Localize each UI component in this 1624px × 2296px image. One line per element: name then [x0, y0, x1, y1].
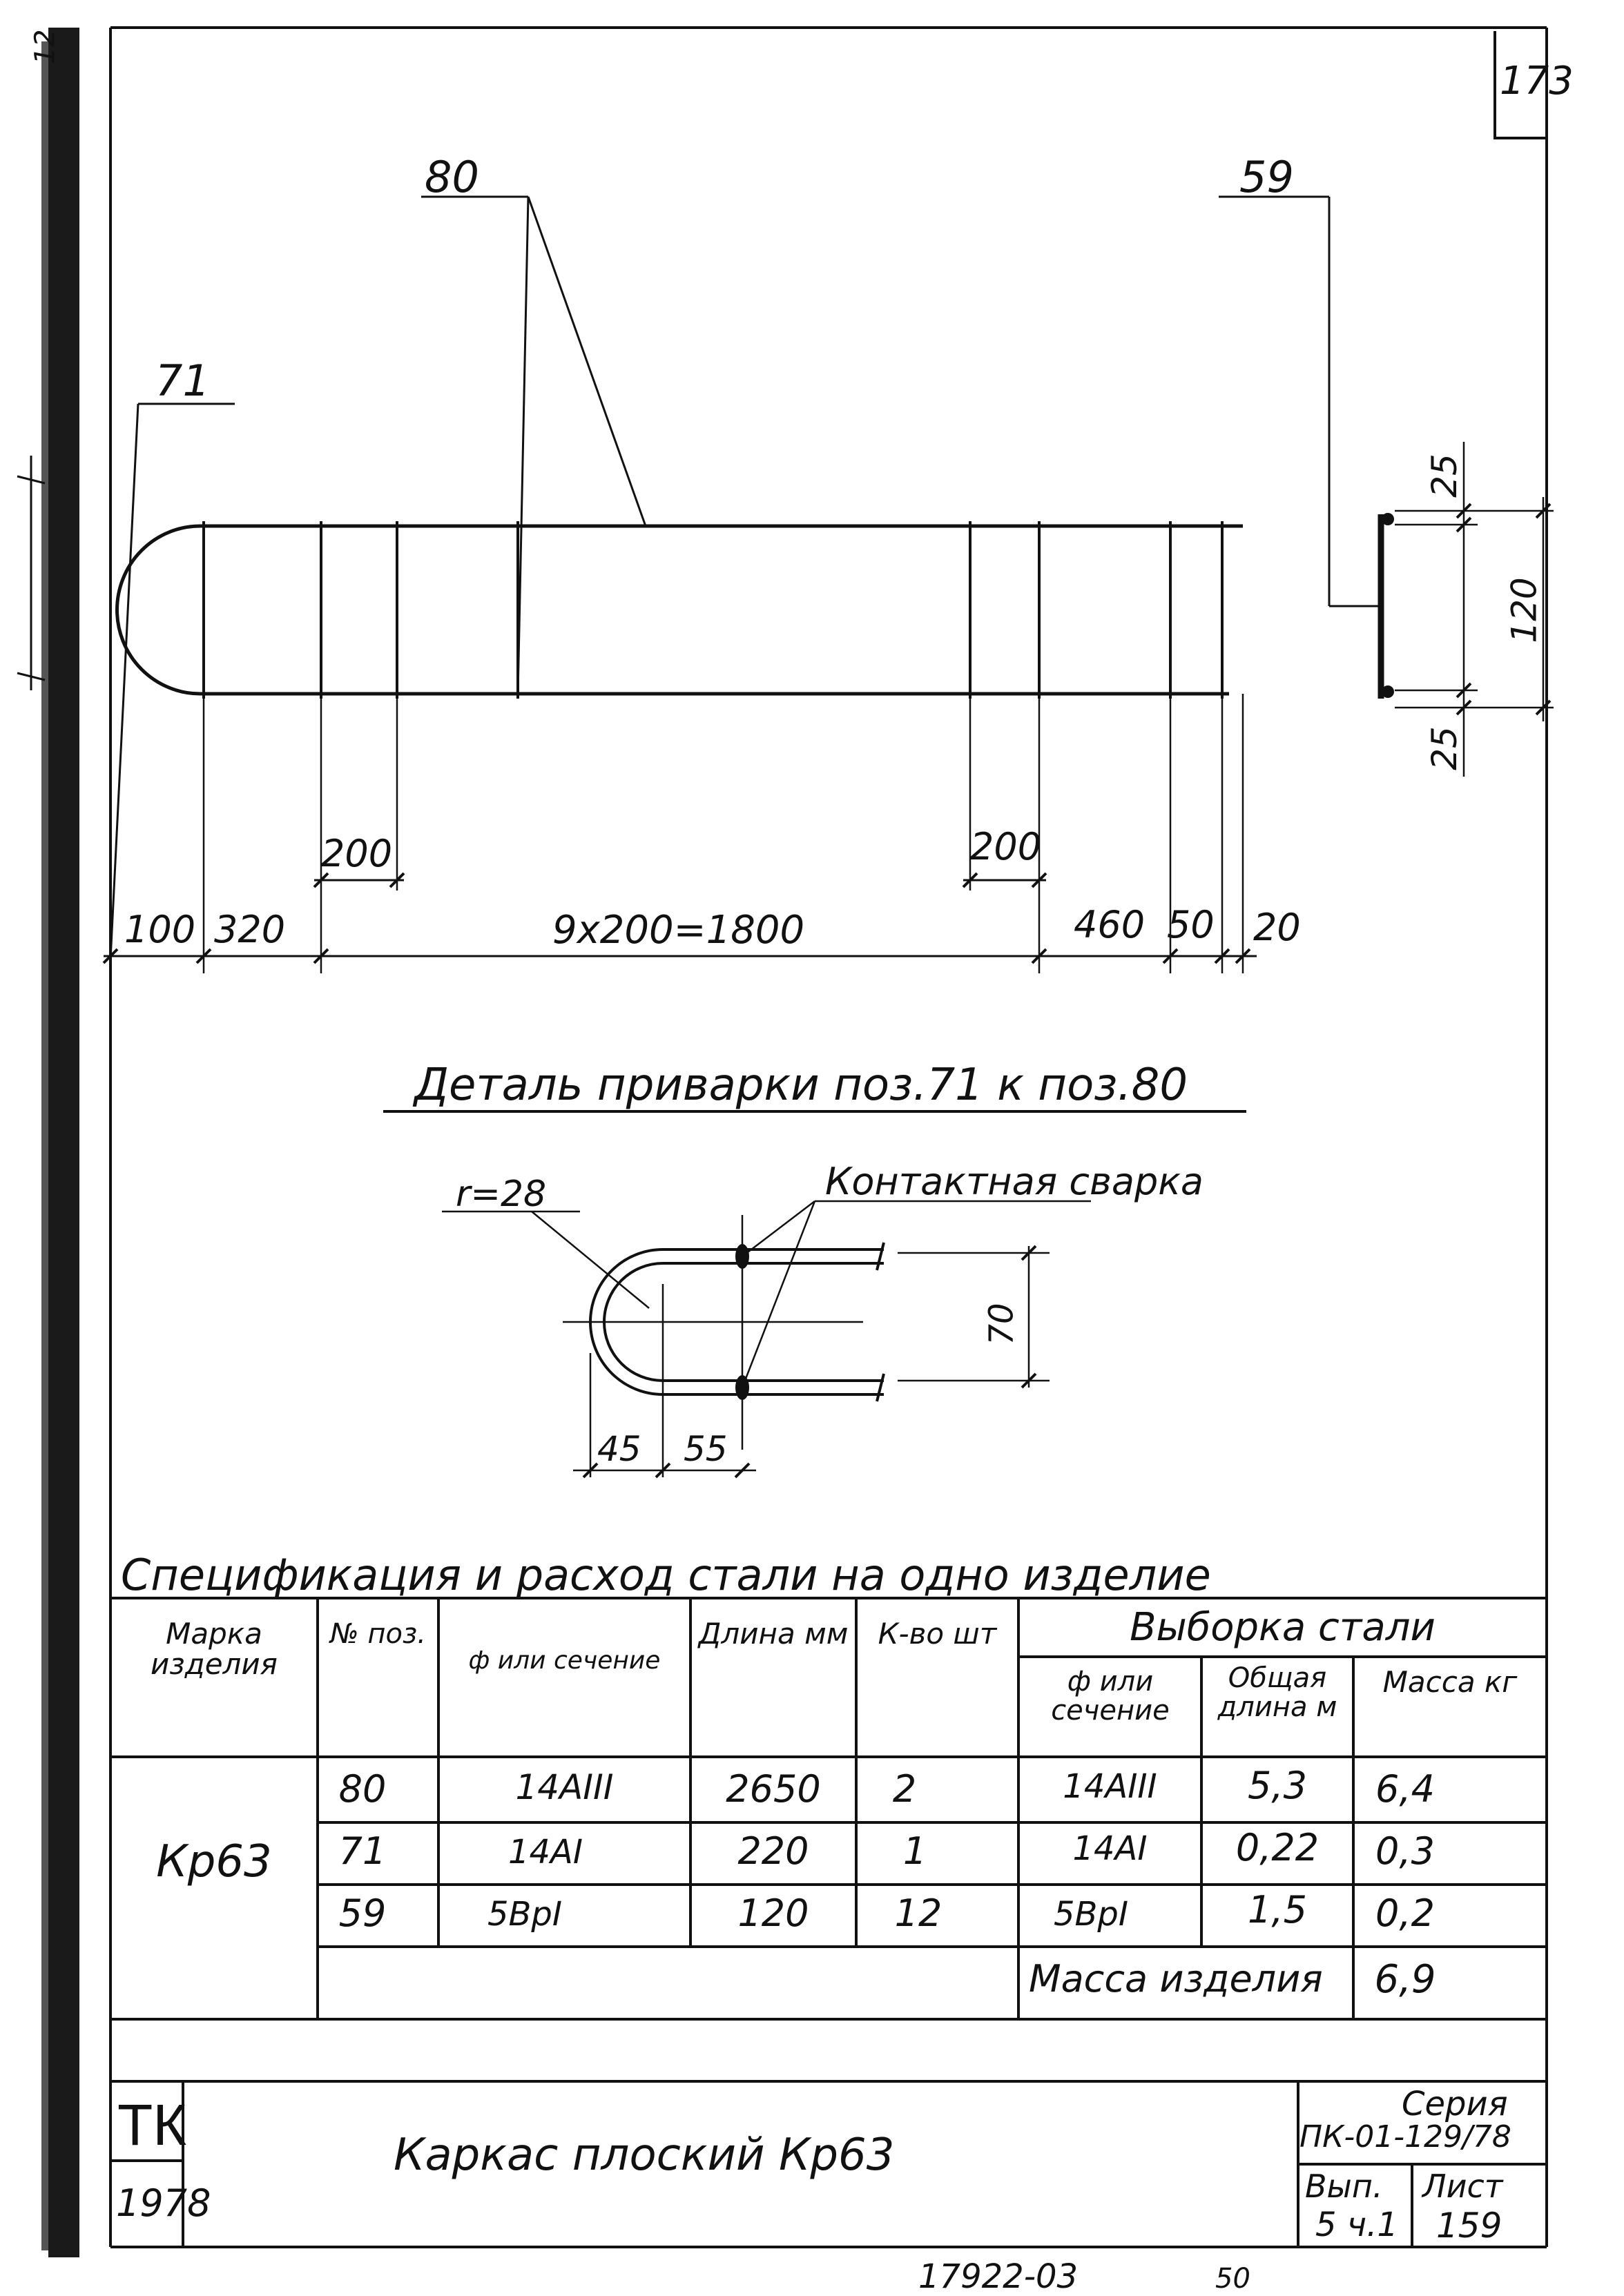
- product-mark: Кр63: [156, 1836, 272, 1887]
- detail-dim-45: 45: [597, 1429, 641, 1469]
- archive-extra: 50: [1215, 2263, 1250, 2295]
- header-length: Длина мм: [698, 1617, 849, 1651]
- table-cell: 1,5: [1248, 1888, 1307, 1932]
- table-cell: 0,2: [1375, 1891, 1435, 1935]
- dim-200-left: 200: [321, 832, 393, 875]
- archive-number: 17922-03: [918, 2257, 1079, 2296]
- org-code: ТК: [117, 2092, 187, 2157]
- dim-320: 320: [214, 908, 286, 951]
- end-loop-pos71: [115, 524, 201, 696]
- frame-kr63: [115, 524, 1243, 696]
- sheet-frame: [109, 26, 1548, 2248]
- spec-table-grid: [110, 1597, 1547, 2083]
- page-number: 173: [1500, 59, 1574, 104]
- section-dim-25-bottom: 25: [1424, 726, 1464, 770]
- dimension-lines: [104, 879, 1257, 957]
- dim-460: 460: [1074, 903, 1146, 946]
- table-cell: 14AI: [1072, 1829, 1148, 1868]
- detail-title: Деталь приварки поз.71 к поз.80: [414, 1060, 1188, 1111]
- dim-20: 20: [1253, 906, 1301, 949]
- sheet-value: 159: [1436, 2206, 1502, 2246]
- table-cell: 2650: [726, 1767, 821, 1811]
- series-value: ПК-01-129/78: [1299, 2119, 1511, 2154]
- header-section: ф или сечение: [468, 1646, 661, 1675]
- total-mass-label: Масса изделия: [1029, 1957, 1323, 2001]
- detail-dim-70: 70: [982, 1303, 1021, 1345]
- transverse-rods: [202, 521, 1224, 699]
- corner-mark: 12: [29, 29, 61, 65]
- detail-radius-label: r=28: [456, 1174, 547, 1215]
- extension-lines: [109, 694, 1244, 973]
- table-cell: 0,22: [1235, 1826, 1320, 1869]
- table-cell: 71: [338, 1829, 387, 1873]
- dim-9x200: 9x200=1800: [552, 908, 805, 953]
- total-mass-value: 6,9: [1374, 1957, 1436, 2002]
- detail-ticks: [582, 1245, 1037, 1479]
- year: 1978: [116, 2181, 211, 2225]
- table-cell: 14AIII: [515, 1767, 614, 1807]
- issue-value: 5 ч.1: [1315, 2206, 1398, 2244]
- header-sel-length: Общая длина м: [1217, 1662, 1337, 1723]
- dim-200-right: 200: [970, 825, 1042, 868]
- drawing-name: Каркас плоский Кр63: [394, 2130, 895, 2181]
- dimension-ticks: [102, 872, 1251, 964]
- table-cell: 0,3: [1375, 1829, 1435, 1873]
- table-cell: 2: [892, 1767, 917, 1811]
- leaders: [109, 195, 1381, 960]
- table-cell: 80: [338, 1767, 387, 1811]
- pos-label-80: 80: [425, 152, 479, 202]
- section-dim-25-top: 25: [1424, 454, 1464, 498]
- header-selection: Выборка стали: [1130, 1605, 1436, 1650]
- detail-dim-55: 55: [684, 1429, 728, 1469]
- binding-shadow: [41, 41, 48, 2250]
- pos-label-71: 71: [155, 356, 210, 406]
- spec-title: Спецификация и расход стали на одно изде…: [121, 1550, 1211, 1600]
- dim-100: 100: [124, 908, 196, 951]
- table-cell: 59: [338, 1891, 387, 1935]
- table-cell: 220: [737, 1829, 809, 1873]
- table-cell: 5,3: [1248, 1764, 1307, 1807]
- table-cell: 120: [737, 1891, 809, 1935]
- table-cell: 14AI: [508, 1833, 583, 1871]
- detail-weld-label: Контактная сварка: [825, 1160, 1204, 1203]
- margin-marks: [17, 456, 46, 690]
- series-label: Серия: [1402, 2085, 1508, 2123]
- header-qty: К-во шт: [878, 1617, 997, 1651]
- header-pos: № поз.: [330, 1618, 426, 1650]
- header-sel-section: ф или сечение: [1051, 1666, 1170, 1726]
- sheet-label: Лист: [1422, 2168, 1503, 2205]
- table-cell: 1: [902, 1829, 927, 1873]
- header-mark: Марка изделия: [151, 1617, 278, 1681]
- issue-label: Вып.: [1305, 2168, 1383, 2205]
- table-cell: 5BpI: [487, 1895, 563, 1934]
- section-dim-120: 120: [1504, 577, 1545, 643]
- section-view: [1378, 442, 1554, 777]
- page-number-box: [1494, 31, 1547, 139]
- table-cell: 6,4: [1375, 1767, 1435, 1811]
- table-cell: 5BpI: [1053, 1895, 1129, 1934]
- title-block-grid: [110, 2081, 1547, 2247]
- table-cell: 14AIII: [1063, 1767, 1157, 1806]
- dim-50: 50: [1167, 903, 1215, 946]
- pos-label-59: 59: [1239, 152, 1294, 202]
- binding-strip: [48, 28, 79, 2257]
- header-sel-mass: Масса кг: [1382, 1665, 1518, 1699]
- table-cell: 12: [894, 1891, 942, 1935]
